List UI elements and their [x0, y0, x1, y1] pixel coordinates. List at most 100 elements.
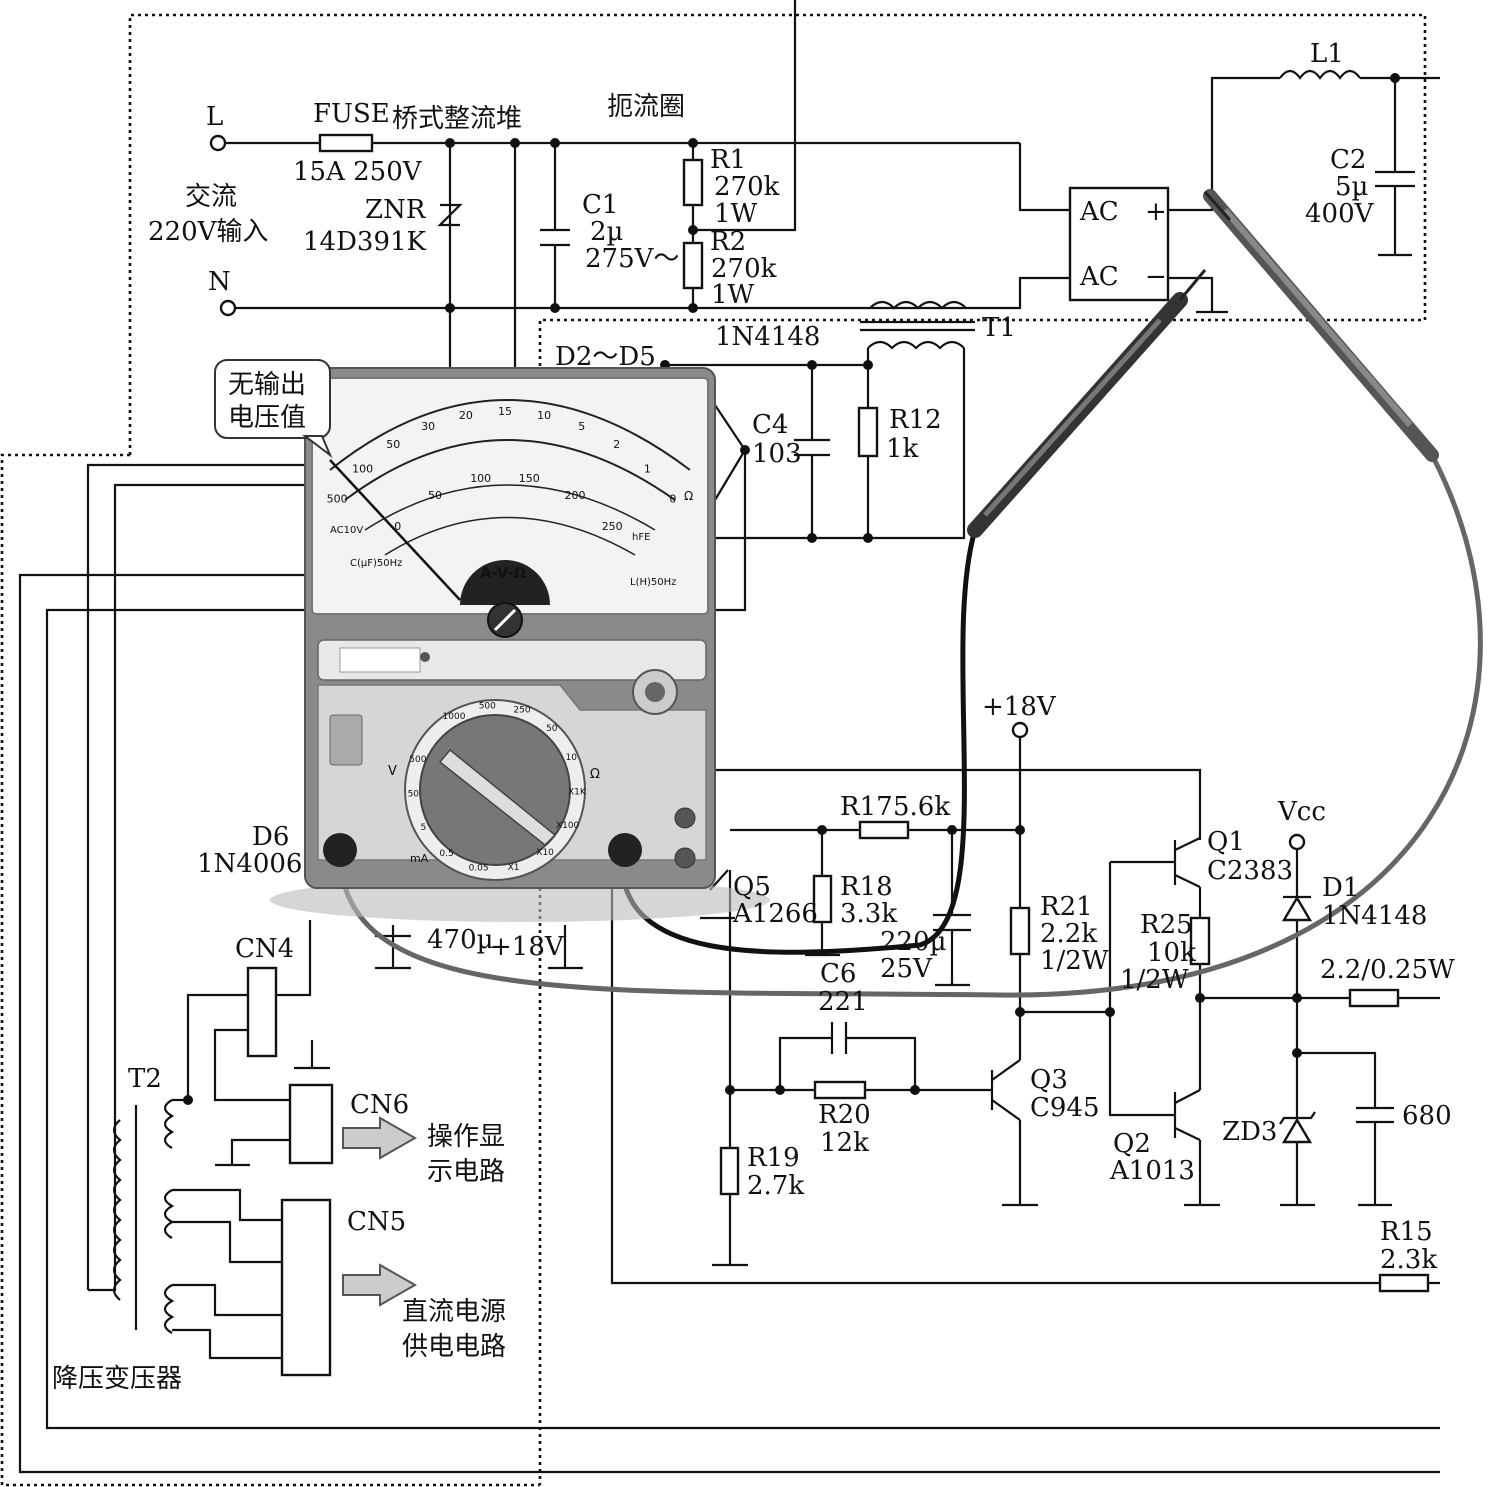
label-bridge-minus: −: [1145, 262, 1167, 292]
label-cn4: CN4: [235, 934, 294, 964]
ohm-scale-tick-label: 2: [613, 438, 620, 451]
label-c2: C2: [1330, 145, 1366, 175]
left-long-wires: [18, 463, 1440, 1474]
meter-ac-label: AC10V: [330, 525, 363, 536]
dial-ohm-symbol: Ω: [590, 767, 600, 782]
label-r2-power: 1W: [711, 280, 755, 310]
ohm-scale-tick-label: 10: [537, 409, 551, 422]
label-bridge-plus: +: [1145, 197, 1167, 227]
label-plus18: +18V: [982, 692, 1057, 722]
dial-range-label: X1K: [568, 787, 587, 797]
label-zd3: ZD3: [1222, 1117, 1277, 1147]
dial-range-label: 500: [409, 755, 426, 765]
dial-range-label: 50: [408, 790, 420, 800]
label-r1-power: 1W: [714, 199, 758, 229]
label-r18: R18: [840, 872, 893, 902]
control-circuit: [375, 721, 1440, 1293]
label-bridge-ac2: AC: [1079, 262, 1119, 292]
label-r15: R15: [1380, 1217, 1433, 1247]
label-d1: D1: [1322, 873, 1359, 903]
cn4-symbol: [246, 966, 278, 1058]
dial-range-label: 250: [513, 706, 530, 716]
label-r21: R21: [1040, 892, 1093, 922]
label-r25-value: 10k: [1147, 938, 1196, 968]
label-q1-part: C2383: [1207, 856, 1293, 886]
label-out1-line1: 操作显: [427, 1122, 505, 1152]
label-r1: R1: [710, 145, 746, 175]
label-c-left-value: 470µ: [427, 925, 494, 955]
meter-hfe-label: hFE: [632, 532, 650, 543]
meter-cap-label: C(µF)50Hz: [350, 558, 402, 569]
dial-range-label: 500: [479, 701, 496, 711]
label-diodes-part: 1N4148: [715, 322, 820, 352]
label-q5: Q5: [733, 872, 771, 902]
callout-bubble: [214, 359, 331, 439]
bridge-rectifier: [1068, 69, 1440, 314]
label-r15-value: 2.3k: [1380, 1245, 1437, 1275]
label-r25-power: 1/2W: [1120, 965, 1189, 995]
label-fuse-rating: 15A 250V: [293, 157, 423, 187]
terminal-l: [209, 134, 227, 152]
label-t2: T2: [128, 1064, 162, 1094]
dial-range-label: 0.5: [439, 849, 453, 859]
label-c5-rating: 25V: [880, 954, 933, 984]
label-c5-value: 220µ: [880, 927, 947, 957]
dcv-scale-tick-label: 0: [394, 520, 401, 533]
label-r2: R2: [710, 227, 746, 257]
ohm-scale-tick-label: 15: [498, 405, 512, 418]
label-q3-part: C945: [1030, 1093, 1100, 1123]
dial-range-label: X100: [556, 821, 580, 831]
label-c-left-rating: +18V: [490, 932, 565, 962]
label-d6-part: 1N4006: [197, 849, 302, 879]
label-r20: R20: [818, 1100, 871, 1130]
dcv-scale-tick-label: 150: [519, 472, 540, 485]
label-c2-value: 5µ: [1335, 172, 1368, 202]
label-ac-line1: 交流: [185, 182, 237, 212]
label-c4-value: 103: [752, 439, 802, 469]
multimeter: [270, 367, 770, 922]
label-n: N: [208, 267, 231, 297]
label-c4: C4: [752, 410, 788, 440]
meter-text: A-V-Ω AC10V C(µF)50Hz L(H)50Hz hFE Ω V Ω…: [327, 405, 694, 873]
label-t1: T1: [982, 313, 1016, 343]
cn5-symbol: [280, 1198, 332, 1377]
label-c1-value: 2µ: [590, 217, 623, 247]
ohm-scale-tick-label: 20: [459, 409, 473, 422]
label-bridge-ac1: AC: [1079, 197, 1119, 227]
fuse-symbol: [318, 133, 374, 153]
arrow-supply: [342, 1263, 418, 1307]
label-r20-value: 12k: [820, 1128, 869, 1158]
plus-jack[interactable]: [608, 833, 642, 867]
com-jack[interactable]: [323, 833, 357, 867]
label-transformer: 降压变压器: [52, 1364, 182, 1394]
znr-symbol: [437, 203, 463, 227]
label-znr: ZNR: [365, 195, 427, 225]
label-choke: 扼流圈: [607, 92, 685, 122]
label-cn5: CN5: [347, 1207, 406, 1237]
label-r12-value: 1k: [886, 434, 919, 464]
cn6-symbol: [288, 1083, 334, 1165]
ohm-scale-tick-label: 30: [421, 420, 435, 433]
choke-coil: [869, 300, 967, 310]
callout-line2: 电压值: [228, 403, 306, 433]
black-probe: [967, 269, 1207, 538]
ohm-scale-tick-label: 500: [327, 492, 348, 505]
label-r25: R25: [1140, 910, 1193, 940]
label-ac-line2: 220V输入: [148, 217, 268, 247]
label-q1: Q1: [1207, 827, 1245, 857]
label-out1-line2: 示电路: [427, 1157, 505, 1187]
label-out2-line2: 供电电路: [402, 1332, 506, 1362]
dial-range-label: X1: [508, 863, 520, 873]
label-c6: C6: [820, 959, 856, 989]
label-r17-value: 5.6k: [893, 792, 950, 822]
label-r21-power: 1/2W: [1040, 946, 1109, 976]
arrow-display: [342, 1116, 418, 1160]
dotted-outline-top: [128, 13, 1427, 1485]
meter-needle: [329, 459, 461, 601]
meter-ohm-symbol: Ω: [684, 489, 693, 503]
ohm-scale-tick-label: 50: [386, 438, 400, 451]
label-r19: R19: [747, 1143, 800, 1173]
